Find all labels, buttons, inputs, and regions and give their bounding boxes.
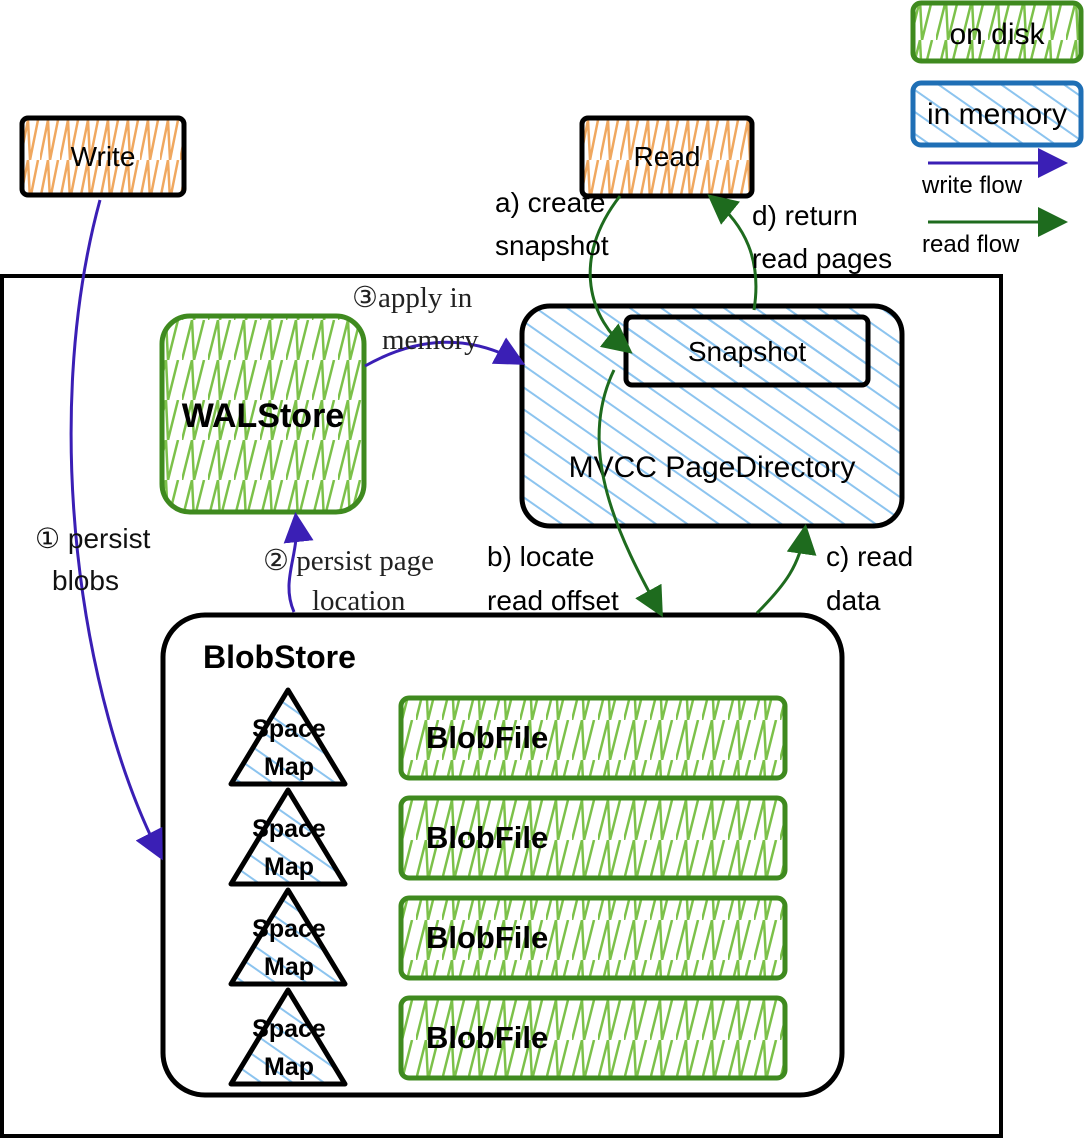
blobfile-label: BlobFile (426, 1020, 548, 1055)
legend-read-flow-label: read flow (922, 231, 1020, 258)
read-data-label-1: c) read (826, 541, 913, 572)
blobfile: BlobFile (398, 995, 788, 1081)
persist-blobs-arrow (69, 199, 163, 861)
legend-on-disk-label: on disk (949, 18, 1045, 51)
blobfile-box (398, 895, 788, 981)
space-map-triangle (228, 787, 348, 887)
create-snapshot-arrow (588, 195, 633, 354)
space-map-triangle (228, 687, 348, 787)
return-read-pages-arrow (707, 194, 758, 311)
write-label: Write (71, 141, 136, 172)
persist-page-location-arrow (283, 512, 314, 613)
legend-write-flow-label: write flow (921, 172, 1023, 199)
persist-blobs-label-1: ① persist (35, 523, 151, 554)
space-map-label-1: Space (252, 815, 326, 843)
snapshot-label: Snapshot (688, 336, 807, 367)
legend: on disk in memory write flow read flow (910, 0, 1084, 258)
blobfile: BlobFile (398, 695, 788, 781)
locate-read-offset-arrow (597, 369, 663, 618)
return-read-pages-label-1: d) return (752, 200, 858, 231)
create-snapshot-label-2: snapshot (495, 230, 609, 261)
space-map-label-2: Map (264, 753, 314, 781)
space-map-triangle (228, 987, 348, 1087)
return-read-pages-label-2: read pages (752, 243, 892, 274)
space-map-label-1: Space (252, 915, 326, 943)
read-node (579, 115, 755, 199)
blobfile-label: BlobFile (426, 820, 548, 855)
read-data-label-2: data (826, 585, 881, 616)
legend-in-memory-swatch (910, 80, 1084, 148)
blobfile-box (398, 795, 788, 881)
space-map-label-1: Space (252, 715, 326, 743)
space-map-label-1: Space (252, 1015, 326, 1043)
storage-engine-frame (0, 274, 1003, 1138)
read-data-arrow (755, 524, 817, 615)
blobfile-box (398, 695, 788, 781)
legend-on-disk-swatch (910, 0, 1084, 64)
blobfile: BlobFile (398, 795, 788, 881)
space-map-label-2: Map (264, 953, 314, 981)
blobfile: BlobFile (398, 895, 788, 981)
space-map-triangle (228, 887, 348, 987)
walstore-label: WALStore (182, 397, 344, 435)
apply-in-memory-arrow (364, 337, 526, 368)
persist-page-location-label-1: ② persist page (263, 545, 434, 577)
apply-in-memory-label-2: memory (382, 324, 479, 356)
apply-in-memory-label-1: ③apply in (352, 282, 473, 314)
space-map-label-2: Map (264, 853, 314, 881)
persist-page-location-label-2: location (312, 585, 406, 617)
blobfile-label: BlobFile (426, 720, 548, 755)
page-directory-label: MVCC PageDirectory (569, 451, 856, 484)
blobfile-box (398, 995, 788, 1081)
legend-in-memory-label: in memory (927, 98, 1067, 131)
blobfile-label: BlobFile (426, 920, 548, 955)
space-map-label-2: Map (264, 1053, 314, 1081)
blobstore-label: BlobStore (203, 639, 356, 675)
read-label: Read (634, 141, 701, 172)
write-node (19, 115, 187, 198)
walstore-node (159, 313, 367, 515)
locate-read-offset-label-1: b) locate (487, 541, 594, 572)
locate-read-offset-label-2: read offset (487, 585, 619, 616)
create-snapshot-label-1: a) create (495, 187, 606, 218)
persist-blobs-label-2: blobs (52, 565, 119, 596)
